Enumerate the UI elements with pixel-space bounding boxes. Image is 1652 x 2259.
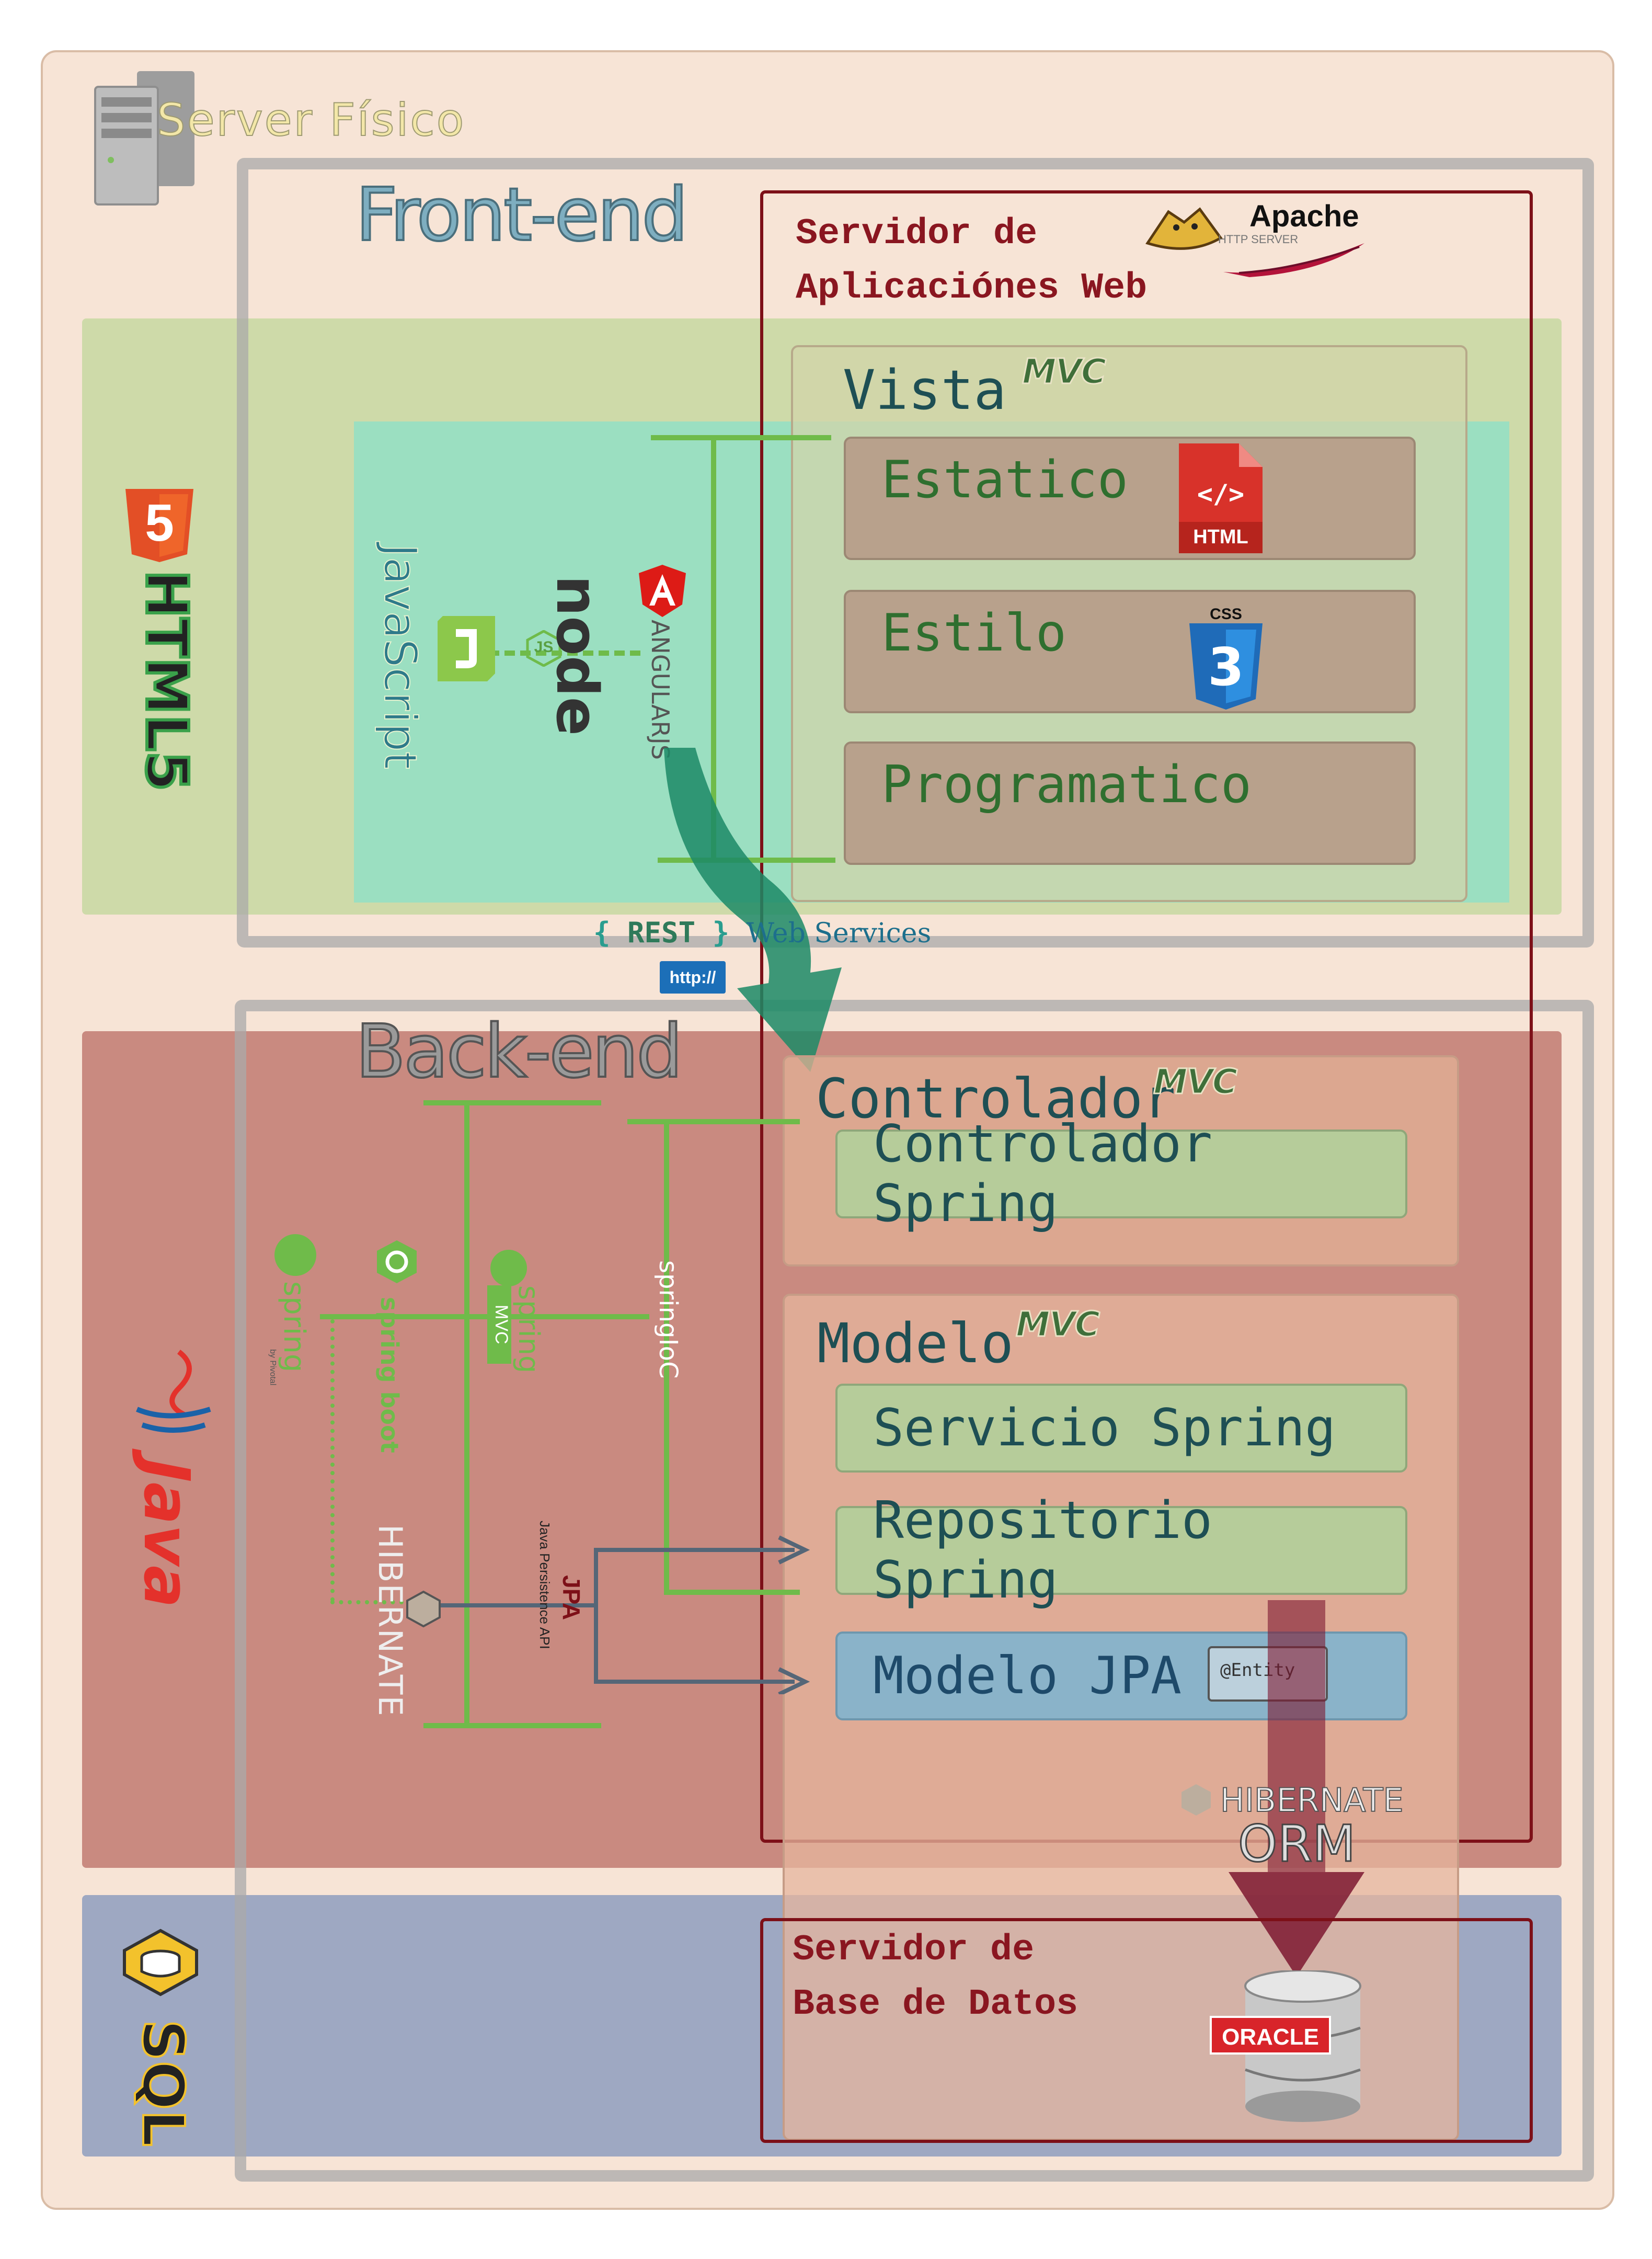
repositorio-spring-item: Repositorio Spring xyxy=(835,1491,1407,1610)
vista-mvc-badge: MVC xyxy=(1021,351,1107,393)
pivotal-label: by Pivotal xyxy=(268,1349,277,1386)
html5-icon: 5 xyxy=(125,489,193,562)
estilo-label: Estilo xyxy=(881,603,1067,663)
vista-item-programatico: Programatico xyxy=(844,741,1416,865)
javascript-label: JavaScript xyxy=(373,543,427,770)
rest-brace-left: { xyxy=(593,916,611,949)
spring-mvc-icon xyxy=(490,1250,527,1286)
apache-name: Apache xyxy=(1249,199,1359,233)
db-server-label: Servidor de Base de Datos xyxy=(793,1923,1078,2032)
jpa-label: JPA xyxy=(558,1575,585,1621)
sql-label: SQL xyxy=(129,2018,198,2148)
rest-word: REST xyxy=(627,916,696,949)
java-cup-icon xyxy=(116,1347,236,1441)
back-connector-top-left xyxy=(423,1100,601,1105)
rest-services: Web Services xyxy=(746,918,932,949)
spring-leaf-icon xyxy=(274,1234,316,1276)
apache-logo: Apache HTTP SERVER xyxy=(1218,199,1375,277)
html5-badge: 5 xyxy=(145,494,174,552)
back-connector-left-vertical xyxy=(464,1100,469,1726)
apache-sub: HTTP SERVER xyxy=(1218,233,1299,246)
rest-arrow xyxy=(664,748,842,1072)
web-server-line2: Aplicaciónes Web xyxy=(796,268,1148,309)
modelo-mvc-badge: MVC xyxy=(1015,1304,1100,1345)
controlador-spring-item: Controlador Spring xyxy=(835,1114,1407,1234)
jpa-full-label: Java Persistence API xyxy=(537,1521,553,1649)
estatico-label: Estatico xyxy=(881,450,1129,510)
spring-ioc-label: springIoC xyxy=(653,1260,683,1379)
vista-item-estilo: Estilo xyxy=(844,590,1416,713)
node-label: node xyxy=(544,575,611,736)
svg-text:3: 3 xyxy=(1208,636,1244,698)
back-connector-dotted xyxy=(330,1319,335,1602)
spring-label: spring xyxy=(277,1281,311,1373)
spring-boot-icon xyxy=(374,1239,419,1284)
controlador-mvc-badge: MVC xyxy=(1152,1061,1238,1103)
javascript-icon xyxy=(438,616,495,681)
java-label: Java xyxy=(130,1459,202,1608)
orm-hibernate-icon xyxy=(1179,1783,1213,1817)
frontend-title: Front-end xyxy=(354,172,689,259)
spring-mvc-badge: MVC xyxy=(487,1285,511,1364)
modelo-title: Modelo xyxy=(817,1311,1014,1375)
db-server-box xyxy=(760,1918,1533,2143)
server-fisico-label: Server Físico xyxy=(156,94,466,147)
angular-icon xyxy=(639,565,686,617)
hibernate-label: HIBERNATE xyxy=(371,1524,409,1717)
vista-title: Vista xyxy=(843,358,1007,422)
server-icon xyxy=(90,66,205,207)
vista-item-estatico: Estatico xyxy=(844,437,1416,560)
spring-mvc-label: spring xyxy=(512,1285,545,1374)
html-icon-code: </> xyxy=(1197,479,1245,509)
orm-hibernate-label: HIBERNATE xyxy=(1220,1781,1404,1820)
css-icon-text: CSS xyxy=(1210,606,1242,623)
orm-arrow xyxy=(1229,1600,1364,1977)
backend-frame xyxy=(235,1000,1594,2182)
jpa-arrows xyxy=(439,1535,810,1694)
node-badge-text: JS xyxy=(534,638,554,656)
orm-label: ORM xyxy=(1237,1814,1356,1874)
html-file-icon: </> HTML xyxy=(1179,443,1263,553)
front-connector-top xyxy=(651,435,831,440)
frontend-frame xyxy=(237,158,1594,948)
web-server-line1: Servidor de xyxy=(796,213,1038,255)
servicio-spring-item: Servicio Spring xyxy=(835,1384,1407,1473)
db-server-line2: Base de Datos xyxy=(793,1984,1079,2025)
http-badge: http:// xyxy=(660,961,726,994)
back-connector-bottom xyxy=(423,1723,601,1728)
controlador-title: Controlador xyxy=(816,1067,1176,1131)
back-connector-dotted-h xyxy=(330,1600,404,1604)
oracle-logo: ORACLE xyxy=(1210,2016,1331,2055)
tomcat-icon xyxy=(1137,196,1231,264)
html-icon-text: HTML xyxy=(1193,526,1248,548)
apache-feather-icon xyxy=(1223,243,1364,277)
web-server-label: Servidor de Aplicaciónes Web xyxy=(796,207,1147,316)
css3-icon: CSS 3 xyxy=(1189,606,1263,710)
back-connector-top-right xyxy=(627,1119,800,1124)
backend-title: Back-end xyxy=(354,1008,684,1096)
front-connector-vertical xyxy=(711,440,716,859)
html5-label: HTML5 xyxy=(132,568,202,793)
spring-boot-label: spring boot xyxy=(375,1297,404,1453)
back-connector-right-bottom xyxy=(664,1590,800,1595)
rest-label: { REST } Web Services xyxy=(593,916,931,949)
angular-label: ANGULARJS xyxy=(646,620,674,760)
hibernate-icon xyxy=(405,1590,442,1628)
back-connector-right-vertical xyxy=(664,1119,669,1590)
programatico-label: Programatico xyxy=(881,755,1252,815)
rest-brace-right: } xyxy=(712,916,730,949)
back-connector-mid xyxy=(320,1314,649,1319)
node-badge-icon: JS xyxy=(525,630,562,667)
db-server-line1: Servidor de xyxy=(793,1930,1035,1971)
front-connector-dashed xyxy=(489,651,640,656)
sql-icon xyxy=(121,1929,200,1996)
